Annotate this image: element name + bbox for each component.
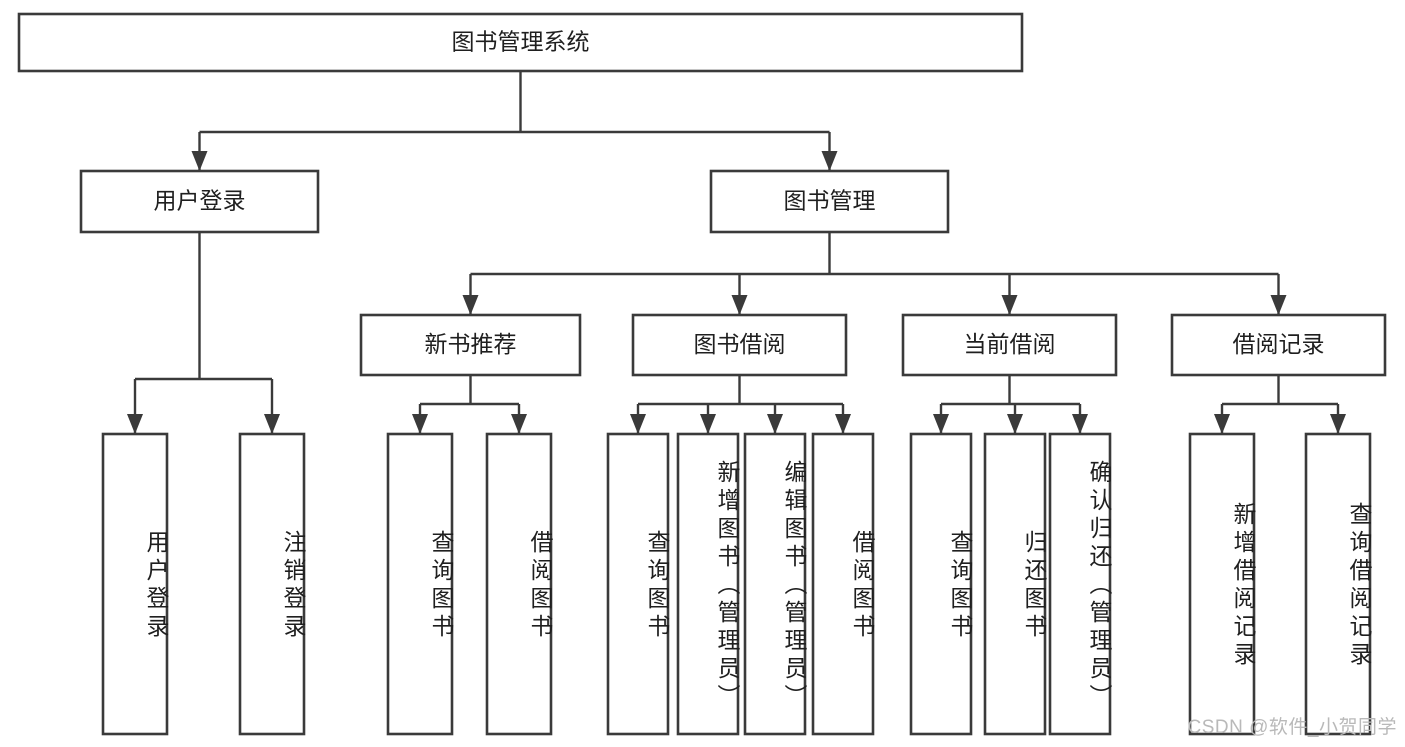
node-level2-1[interactable]: 图书借阅 xyxy=(631,313,848,377)
node-leaf-11-rect[interactable] xyxy=(1188,432,1256,736)
node-root-label: 图书管理系统 xyxy=(452,29,590,55)
node-level2-3-rect[interactable] xyxy=(1170,313,1387,377)
node-leaf-2-rect[interactable] xyxy=(386,432,454,736)
node-leaf-5-rect[interactable] xyxy=(676,432,740,736)
node-level1-1-rect[interactable] xyxy=(709,169,950,234)
node-leaf-6[interactable] xyxy=(743,432,807,736)
node-level2-0[interactable]: 新书推荐 xyxy=(359,313,582,377)
node-level2-2[interactable]: 当前借阅 xyxy=(901,313,1118,377)
node-leaf-1[interactable] xyxy=(238,432,306,736)
node-level2-2-rect[interactable] xyxy=(901,313,1118,377)
arrow-head-icon xyxy=(191,151,208,171)
node-leaf-6-rect[interactable] xyxy=(743,432,807,736)
node-leaf-12-rect[interactable] xyxy=(1304,432,1372,736)
arrow-head-icon xyxy=(1001,295,1018,315)
node-root-rect[interactable] xyxy=(17,12,1024,73)
node-leaf-9[interactable] xyxy=(983,432,1047,736)
node-level1-0-rect[interactable] xyxy=(79,169,320,234)
arrow-head-icon xyxy=(1214,414,1230,434)
node-leaf-1-rect[interactable] xyxy=(238,432,306,736)
arrow-head-icon xyxy=(835,414,851,434)
node-level2-3[interactable]: 借阅记录 xyxy=(1170,313,1387,377)
node-leaf-7[interactable] xyxy=(811,432,875,736)
arrow-head-icon xyxy=(264,414,280,434)
node-leaf-12[interactable] xyxy=(1304,432,1372,736)
arrow-head-icon xyxy=(933,414,949,434)
node-leaf-2[interactable] xyxy=(386,432,454,736)
node-level2-1-label: 图书借阅 xyxy=(694,331,786,357)
node-leaf-0-rect[interactable] xyxy=(101,432,169,736)
node-leaf-3-rect[interactable] xyxy=(485,432,553,736)
node-leaf-5[interactable] xyxy=(676,432,740,736)
arrow-head-icon xyxy=(511,414,527,434)
arrow-head-icon xyxy=(700,414,716,434)
node-level2-0-rect[interactable] xyxy=(359,313,582,377)
node-level2-2-label: 当前借阅 xyxy=(964,331,1056,357)
node-level1-1-label: 图书管理 xyxy=(784,188,876,214)
node-leaf-4[interactable] xyxy=(606,432,670,736)
arrow-head-icon xyxy=(1270,295,1287,315)
node-leaf-10[interactable] xyxy=(1048,432,1112,736)
node-leaf-7-rect[interactable] xyxy=(811,432,875,736)
arrow-head-icon xyxy=(1330,414,1346,434)
node-leaf-8[interactable] xyxy=(909,432,973,736)
arrow-head-icon xyxy=(1072,414,1088,434)
node-level2-1-rect[interactable] xyxy=(631,313,848,377)
node-level1-0-label: 用户登录 xyxy=(154,188,246,214)
arrow-head-icon xyxy=(127,414,143,434)
node-leaf-9-rect[interactable] xyxy=(983,432,1047,736)
watermark: CSDN @软件_小贺同学 xyxy=(1187,717,1397,738)
node-leaf-4-rect[interactable] xyxy=(606,432,670,736)
node-level2-0-label: 新书推荐 xyxy=(425,331,517,357)
node-leaf-11[interactable] xyxy=(1188,432,1256,736)
node-root[interactable]: 图书管理系统 xyxy=(17,12,1024,73)
arrow-head-icon xyxy=(412,414,428,434)
connector-layer xyxy=(127,71,1346,434)
node-leaf-10-rect[interactable] xyxy=(1048,432,1112,736)
arrow-head-icon xyxy=(1007,414,1023,434)
node-level1-1[interactable]: 图书管理 xyxy=(709,169,950,234)
arrow-head-icon xyxy=(731,295,748,315)
arrow-head-icon xyxy=(821,151,838,171)
node-leaf-0[interactable] xyxy=(101,432,169,736)
node-leaf-8-rect[interactable] xyxy=(909,432,973,736)
node-leaf-3[interactable] xyxy=(485,432,553,736)
node-level1-0[interactable]: 用户登录 xyxy=(79,169,320,234)
arrow-head-icon xyxy=(630,414,646,434)
node-level2-3-label: 借阅记录 xyxy=(1233,331,1325,357)
arrow-head-icon xyxy=(767,414,783,434)
arrow-head-icon xyxy=(462,295,479,315)
